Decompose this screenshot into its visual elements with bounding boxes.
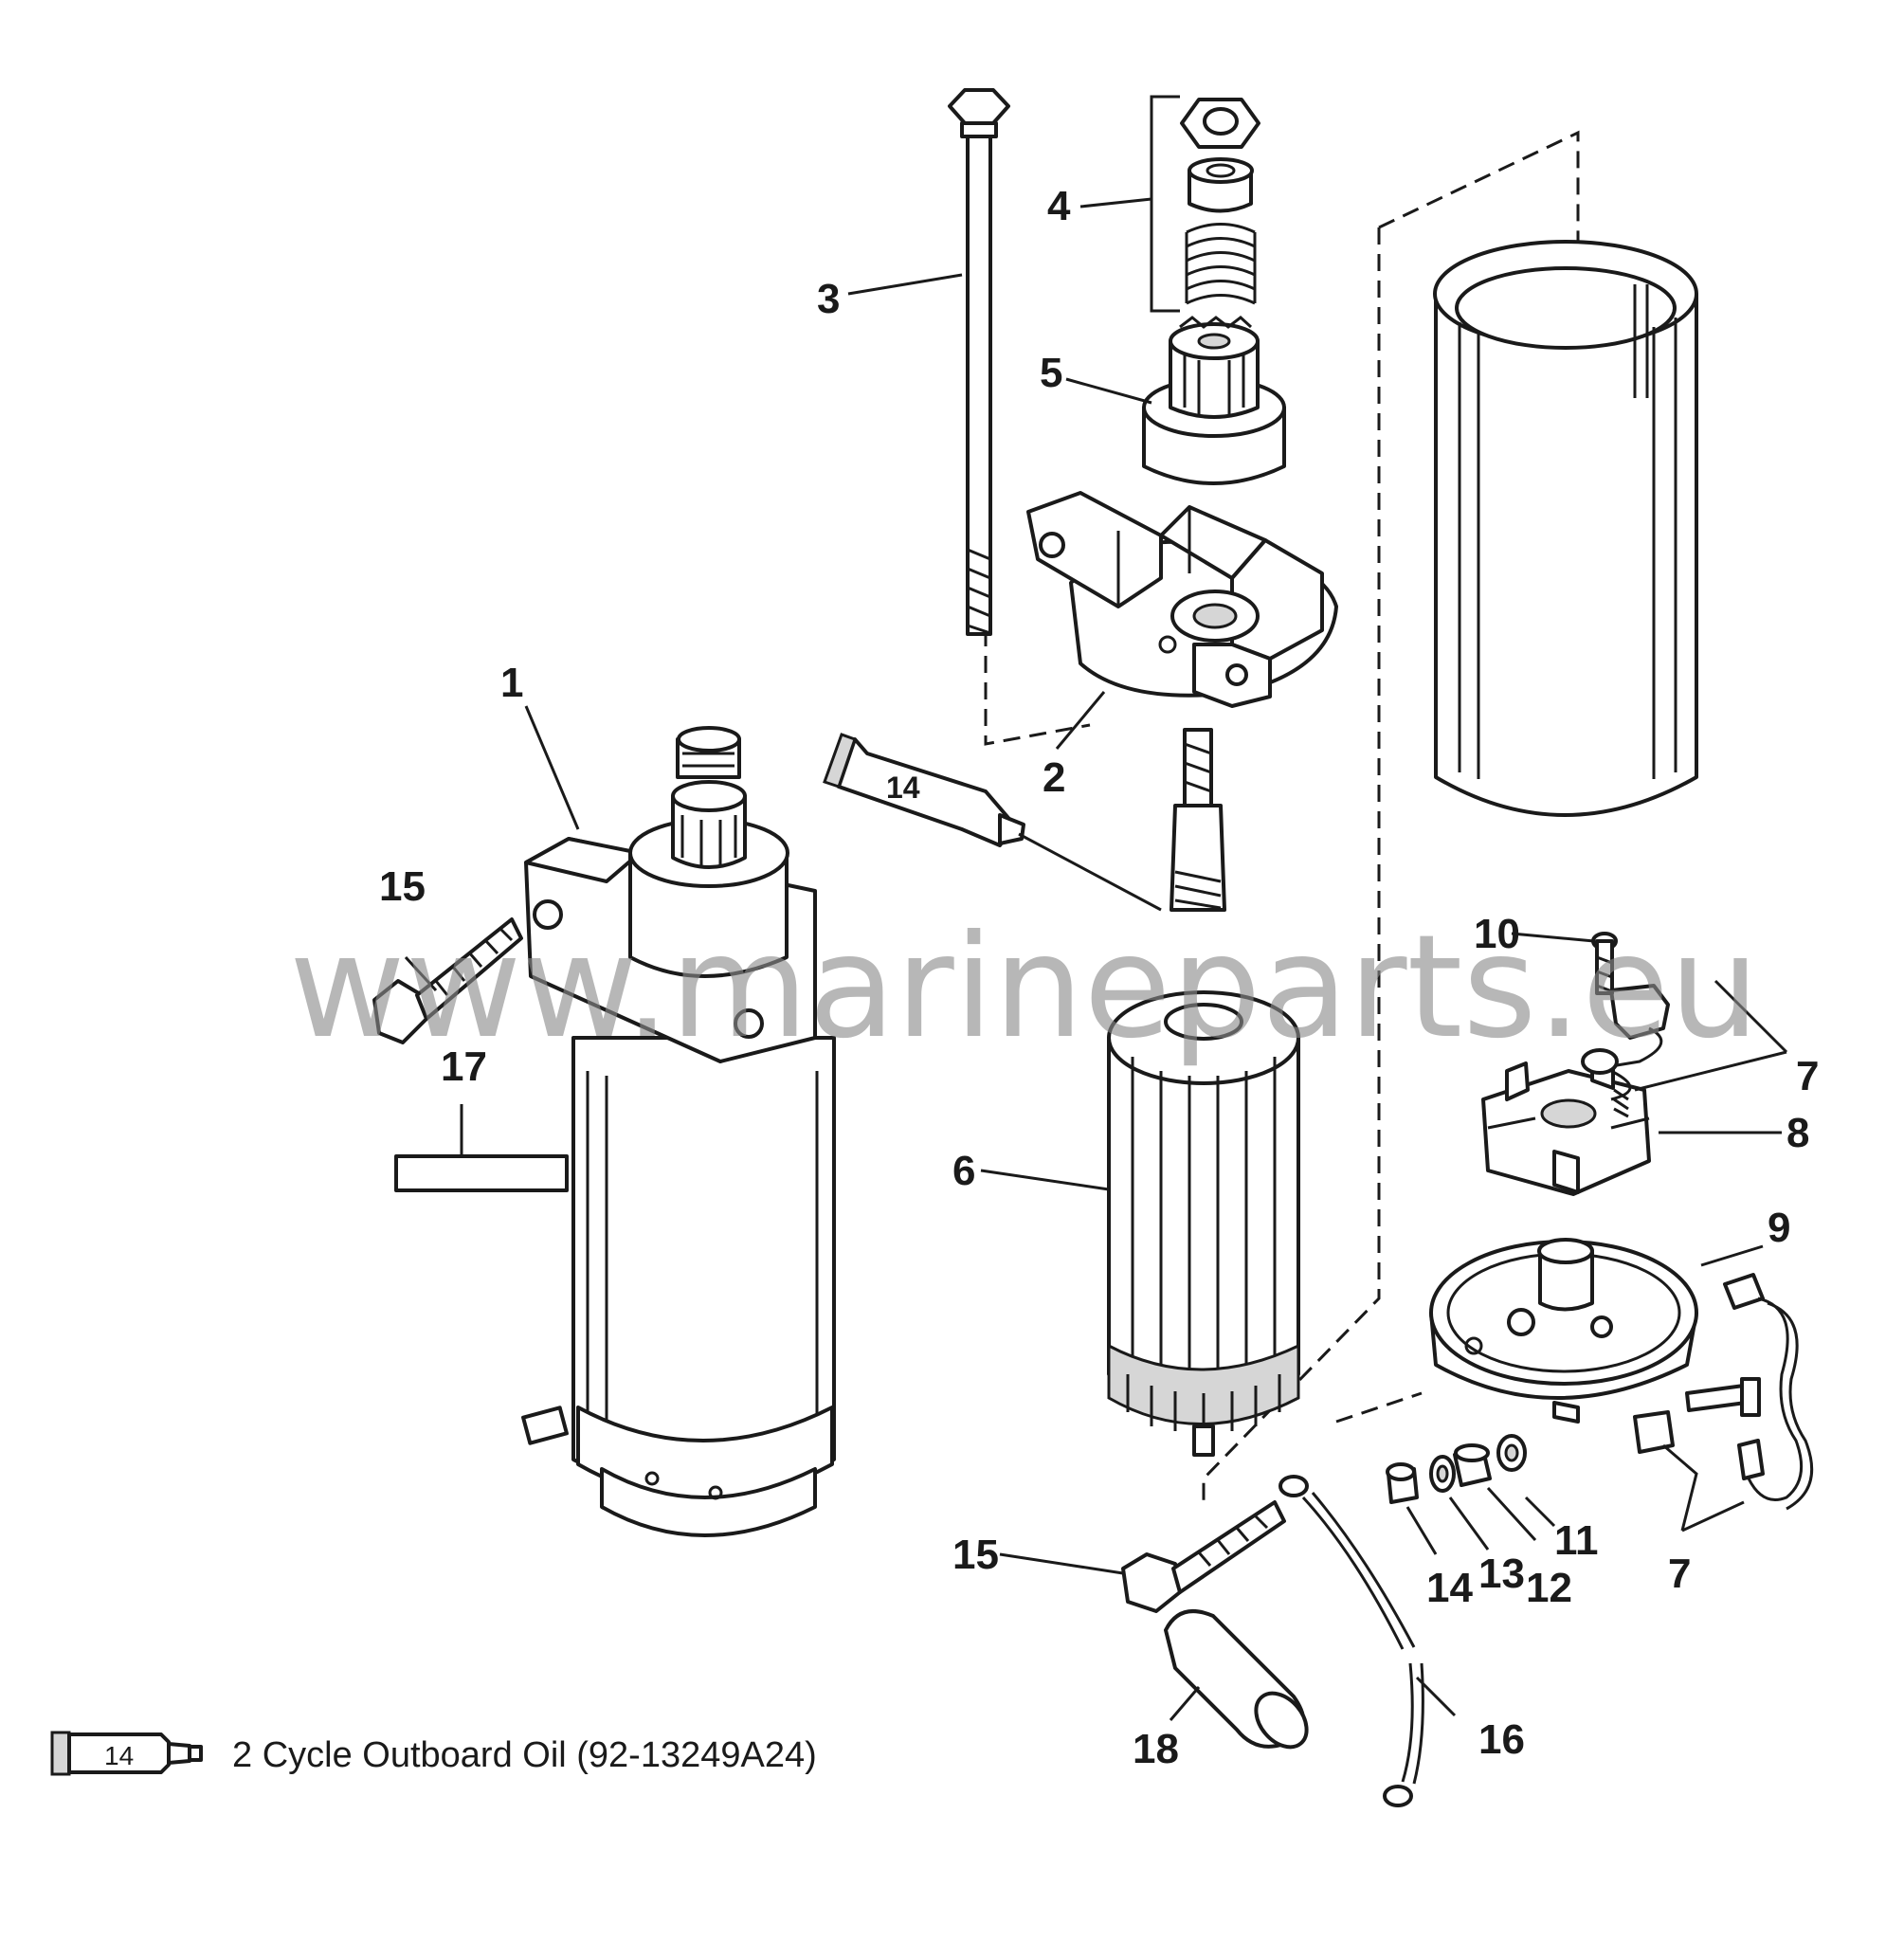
callout-13: 13 xyxy=(1478,1551,1525,1597)
mounting-bolt-left xyxy=(372,917,523,1044)
watermark: www.marineparts.eu xyxy=(289,905,1760,1070)
callout-12: 12 xyxy=(1526,1565,1572,1611)
callout-14: 14 xyxy=(1426,1565,1473,1611)
field-frame-shell xyxy=(1433,240,1698,817)
legend-text: 2 Cycle Outboard Oil (92-13249A24) xyxy=(232,1735,817,1775)
thru-bolt xyxy=(948,88,1010,636)
callout-7-upper: 7 xyxy=(1796,1053,1819,1099)
starter-motor-assembly xyxy=(521,726,836,1537)
terminal-boot xyxy=(1164,1609,1309,1750)
callout-4: 4 xyxy=(1047,183,1071,229)
callout-7-lower: 7 xyxy=(1668,1551,1691,1597)
legend: 14 2 Cycle Outboard Oil (92-13249A24) xyxy=(50,1731,817,1776)
callout-9: 9 xyxy=(1768,1205,1790,1251)
drive-end-cap xyxy=(1026,491,1338,708)
callout-15-lower: 15 xyxy=(952,1532,999,1578)
nut-washer-spring-kit xyxy=(1150,95,1260,313)
tube-label: 14 xyxy=(886,771,920,805)
grease-tube-14: 14 xyxy=(823,733,1162,912)
armature xyxy=(1107,728,1300,1457)
callout-1: 1 xyxy=(500,660,523,706)
terminal-hardware xyxy=(1386,1434,1527,1504)
callout-numbers: 1 2 3 4 5 6 7 7 8 9 10 11 12 13 14 15 15… xyxy=(379,183,1819,1772)
legend-tube-label: 14 xyxy=(104,1741,134,1770)
callout-8: 8 xyxy=(1786,1110,1809,1156)
callout-6: 6 xyxy=(952,1148,975,1194)
callout-11: 11 xyxy=(1554,1517,1599,1564)
brush-spring-upper xyxy=(1581,984,1670,1118)
callout-15-left: 15 xyxy=(379,863,426,910)
leader-lines xyxy=(404,197,1788,1721)
mounting-bolt-lower xyxy=(1121,1500,1286,1613)
callout-3: 3 xyxy=(817,276,840,322)
callout-2: 2 xyxy=(1043,754,1065,801)
callout-10: 10 xyxy=(1474,911,1520,957)
negative-lead xyxy=(1278,1475,1424,1807)
screw-10 xyxy=(1591,932,1618,995)
callout-5: 5 xyxy=(1040,350,1062,396)
commutator-end-cap xyxy=(1429,1238,1698,1424)
brush-holder xyxy=(1481,1050,1651,1196)
decal-strip xyxy=(394,1154,569,1192)
drive-pinion-gear xyxy=(1142,316,1286,485)
positive-brush-lead xyxy=(1633,1273,1814,1511)
callout-18: 18 xyxy=(1133,1726,1179,1772)
callout-16: 16 xyxy=(1478,1716,1525,1763)
legend-tube-icon: 14 xyxy=(50,1731,203,1776)
callout-17: 17 xyxy=(441,1043,487,1090)
